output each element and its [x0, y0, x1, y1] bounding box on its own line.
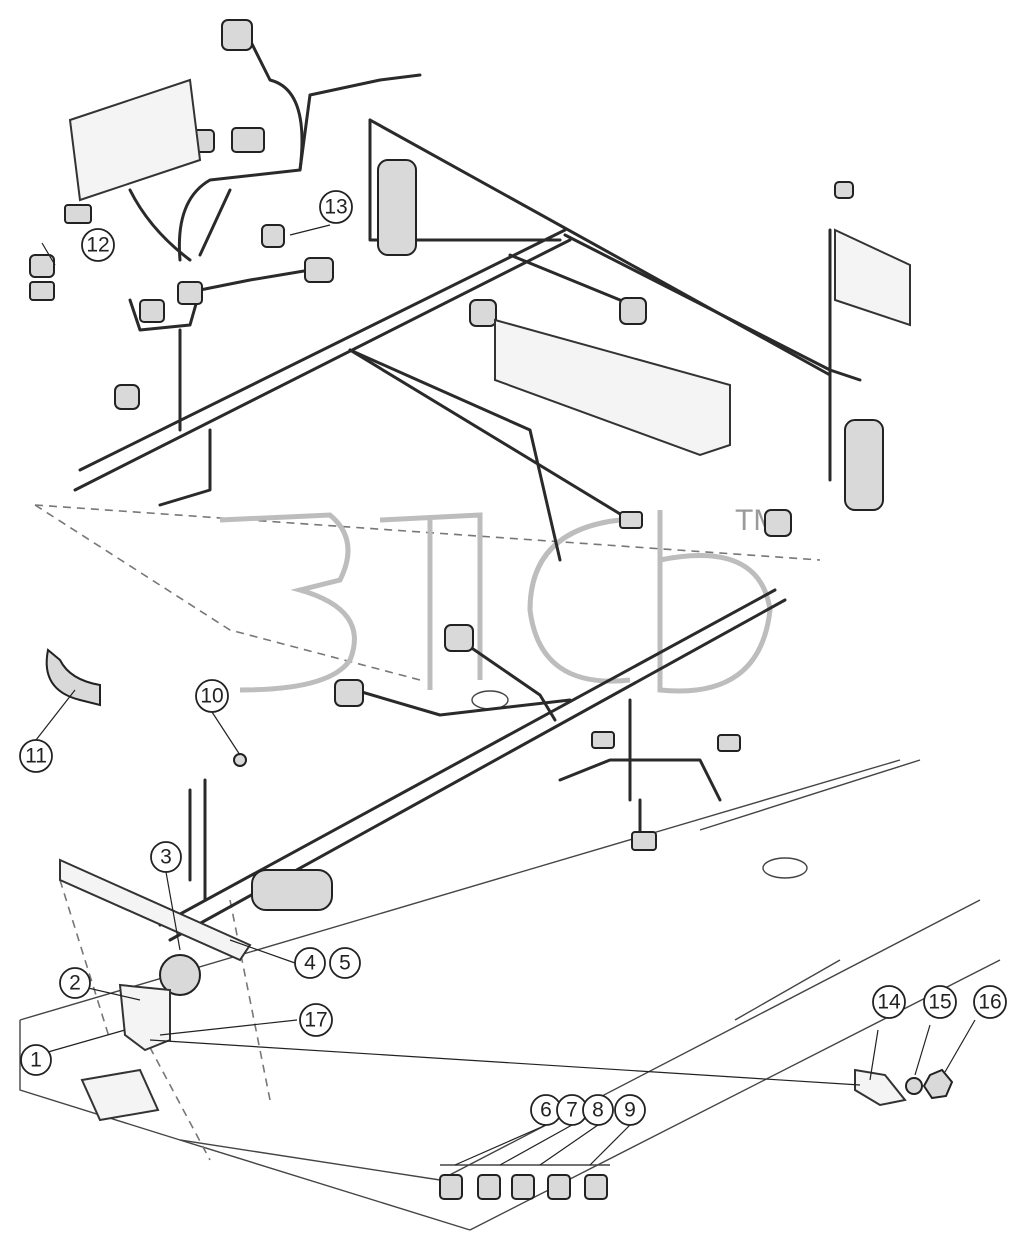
callout-12: 12 — [81, 228, 115, 262]
upper-harness — [73, 38, 862, 562]
callout-11: 11 — [19, 739, 53, 773]
callout-16: 16 — [973, 985, 1007, 1019]
callout-9-label: 9 — [624, 1099, 636, 1122]
callout-1-label: 1 — [30, 1049, 42, 1072]
callout-17-label: 17 — [304, 1009, 327, 1032]
callout-4: 4 — [294, 947, 326, 979]
callout-5-label: 5 — [339, 952, 351, 975]
upper-components — [29, 19, 911, 537]
callout-13: 13 — [319, 190, 353, 224]
callout-10: 10 — [195, 679, 229, 713]
callout-14: 14 — [872, 985, 906, 1019]
callout-5: 5 — [329, 947, 361, 979]
callout-7-label: 7 — [566, 1099, 578, 1122]
callout-8: 8 — [582, 1094, 614, 1126]
callout-2: 2 — [59, 967, 91, 999]
callout-14-label: 14 — [877, 991, 901, 1014]
callout-3-label: 3 — [160, 846, 172, 869]
callout-2-label: 2 — [69, 972, 81, 995]
callout-9: 9 — [614, 1094, 646, 1126]
callout-17: 17 — [299, 1003, 333, 1037]
callout-16-label: 16 — [978, 991, 1001, 1014]
callout-6-label: 6 — [540, 1099, 552, 1122]
callout-12-label: 12 — [86, 234, 109, 257]
watermark: TM — [219, 504, 778, 694]
callout-11-label: 11 — [25, 745, 47, 768]
callout-10-label: 10 — [200, 685, 223, 708]
callout-13-label: 13 — [324, 196, 347, 219]
callout-15: 15 — [923, 985, 957, 1019]
lower-components — [59, 858, 954, 1200]
leader-lines — [19, 224, 976, 1166]
callout-1: 1 — [20, 1044, 52, 1076]
callout-3: 3 — [150, 841, 182, 873]
middle-components — [45, 624, 741, 996]
callout-4-label: 4 — [304, 952, 316, 975]
callout-15-label: 15 — [928, 991, 951, 1014]
callout-8-label: 8 — [592, 1099, 604, 1122]
